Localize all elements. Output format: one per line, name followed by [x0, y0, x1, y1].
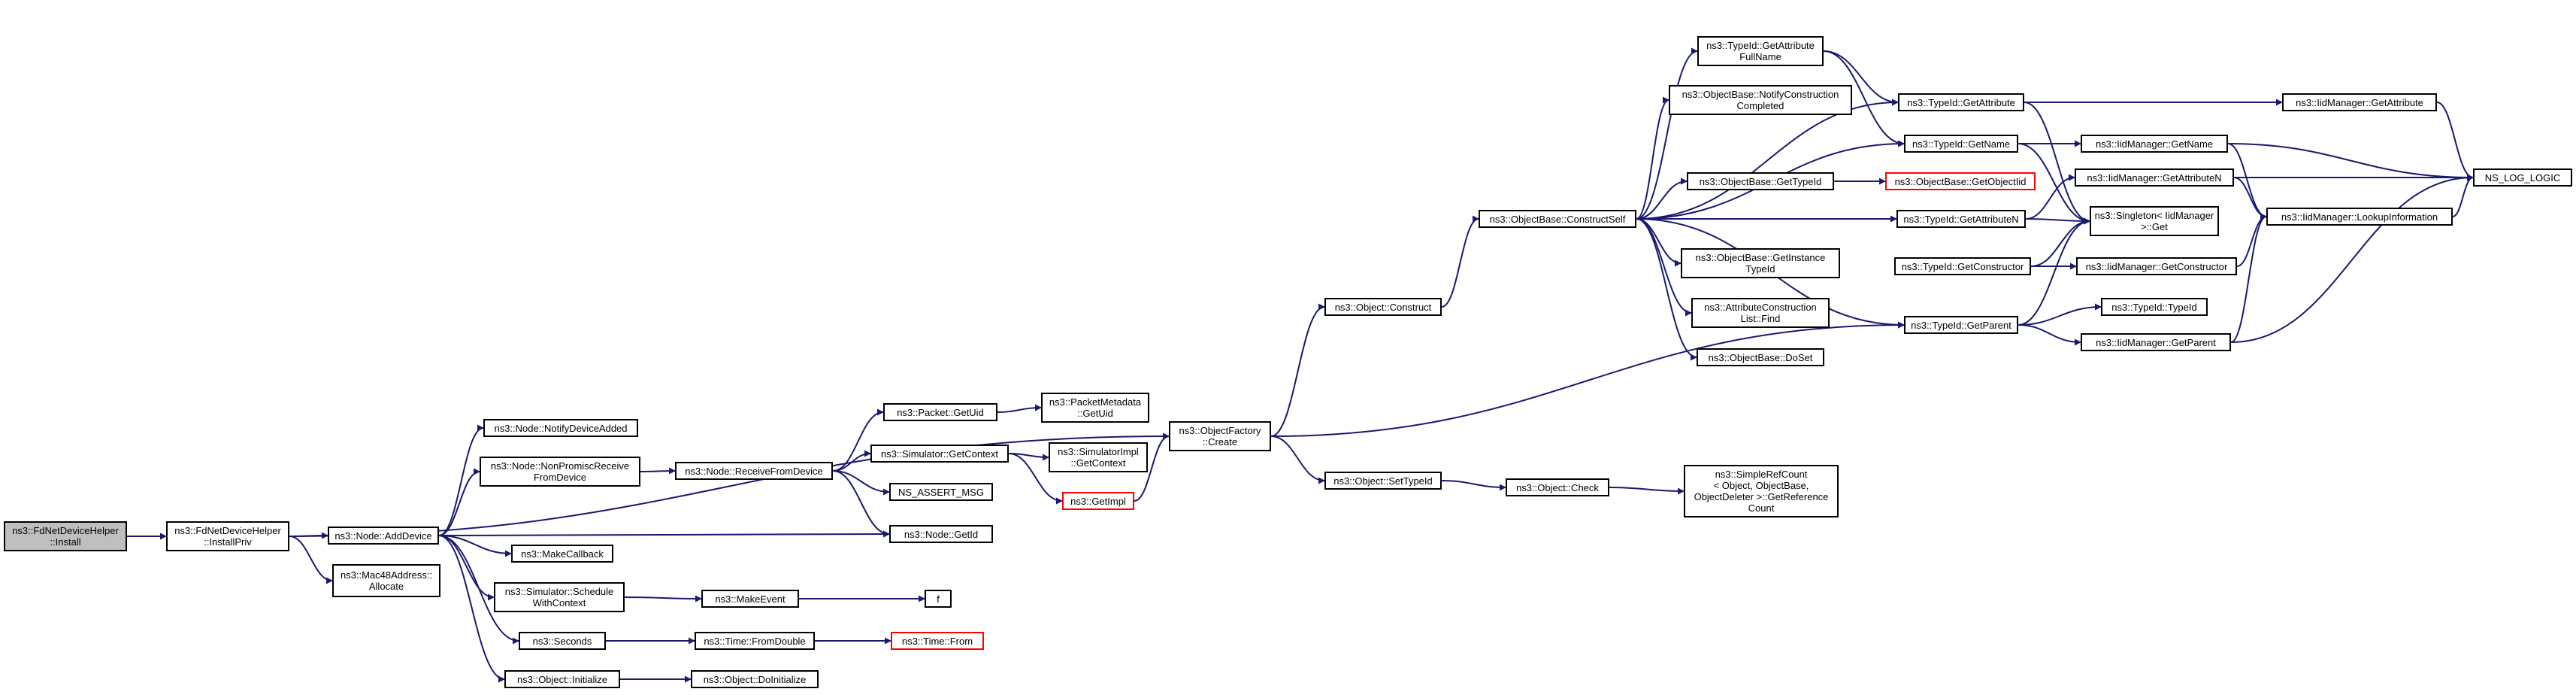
node-typeid-getconstructor[interactable]: ns3::TypeId::GetConstructor — [1894, 257, 2031, 275]
call-edge-addDevice-to-makeCallback — [438, 535, 512, 557]
call-edge-addDevice-to-getId — [438, 530, 890, 538]
call-edge-scheduleWithContext-to-makeEvent — [624, 595, 702, 602]
node-iidmanager-getattributen[interactable]: ns3::IidManager::GetAttributeN — [2075, 168, 2234, 187]
node-fdnetdevicehelper-install[interactable]: ns3::FdNetDeviceHelper ::Install — [4, 521, 127, 551]
node-node-nonpromiscreceivefromdevice[interactable]: ns3::Node::NonPromiscReceive FromDevice — [480, 457, 640, 487]
call-edge-addDevice-to-objInitialize — [438, 535, 505, 683]
node-singleton-iidmanager-get[interactable]: ns3::Singleton< IidManager >::Get — [2090, 206, 2219, 236]
node-node-notifydeviceadded[interactable]: ns3::Node::NotifyDeviceAdded — [483, 419, 638, 437]
node-iidmanager-getattribute[interactable]: ns3::IidManager::GetAttribute — [2282, 93, 2437, 111]
call-edge-receiveFromDevice-to-getId — [832, 470, 890, 538]
call-edge-simGetContext-to-getImpl — [1008, 453, 1063, 505]
node-objectbase-constructself[interactable]: ns3::ObjectBase::ConstructSelf — [1479, 210, 1636, 228]
call-edge-objCheck-to-simpleRefCount — [1609, 487, 1685, 495]
node-ns-log-logic[interactable]: NS_LOG_LOGIC — [2473, 168, 2572, 187]
node-seconds[interactable]: ns3::Seconds — [519, 632, 606, 650]
node-typeid-getattribute[interactable]: ns3::TypeId::GetAttribute — [1898, 93, 2024, 111]
node-mac48address-allocate[interactable]: ns3::Mac48Address:: Allocate — [332, 564, 440, 597]
call-edge-tidGetName-to-singletonGet — [2018, 143, 2090, 225]
node-packetmetadata-getuid[interactable]: ns3::PacketMetadata ::GetUid — [1041, 393, 1149, 423]
call-edge-receiveFromDevice-to-getUid — [832, 408, 884, 472]
call-edge-constructSelf-to-obGetTypeId — [1636, 178, 1688, 220]
call-edge-receiveFromDevice-to-simGetContext — [832, 450, 871, 472]
node-objectbase-gettypeid[interactable]: ns3::ObjectBase::GetTypeId — [1687, 172, 1834, 190]
call-edge-setTypeId-to-objCheck — [1441, 480, 1506, 491]
call-edge-getImpl-to-ofCreate — [1134, 432, 1170, 502]
node-typeid-getattributefullname[interactable]: ns3::TypeId::GetAttribute FullName — [1697, 36, 1824, 66]
node-getimpl[interactable]: ns3::GetImpl — [1062, 492, 1134, 510]
call-edge-nonPromisc-to-receiveFromDevice — [640, 467, 676, 475]
node-simulator-getcontext[interactable]: ns3::Simulator::GetContext — [870, 445, 1009, 463]
node-packet-getuid[interactable]: ns3::Packet::GetUid — [883, 403, 997, 421]
node-objectbase-doset[interactable]: ns3::ObjectBase::DoSet — [1697, 348, 1824, 366]
call-edge-installpriv-to-ofCreate — [289, 432, 1170, 537]
node-objectbase-getinstancetypeid[interactable]: ns3::ObjectBase::GetInstance TypeId — [1681, 248, 1840, 278]
call-edge-tidGetAttribute-to-singletonGet — [2024, 102, 2090, 225]
node-makeevent[interactable]: ns3::MakeEvent — [701, 590, 799, 608]
call-edge-tidGetAttributeN-to-iidGetAttributeN — [2025, 174, 2075, 220]
call-edge-iidGetParent-to-nsLogLogic — [2230, 174, 2474, 343]
node-object-check[interactable]: ns3::Object::Check — [1506, 478, 1609, 496]
node-typeid-getparent[interactable]: ns3::TypeId::GetParent — [1904, 316, 2018, 334]
call-edge-tidGetParent-to-tidTypeId — [2018, 303, 2102, 326]
call-edge-tidGetAttributeN-to-singletonGet — [2025, 217, 2090, 225]
node-node-getid[interactable]: ns3::Node::GetId — [889, 525, 993, 543]
node-attributeconstructionlist-find[interactable]: ns3::AttributeConstruction List::Find — [1691, 298, 1830, 328]
call-edge-ofCreate-to-objConstruct — [1270, 303, 1325, 437]
call-edge-addDevice-to-nonPromisc — [438, 468, 480, 536]
node-objectfactory-create[interactable]: ns3::ObjectFactory ::Create — [1169, 421, 1271, 451]
node-fdnetdevicehelper-installpriv[interactable]: ns3::FdNetDeviceHelper ::InstallPriv — [166, 521, 289, 551]
call-edge-objConstruct-to-constructSelf — [1441, 215, 1479, 308]
call-edge-constructSelf-to-tidGetAttrFullName — [1636, 47, 1698, 220]
node-iidmanager-getconstructor[interactable]: ns3::IidManager::GetConstructor — [2076, 257, 2237, 275]
node-typeid-getname[interactable]: ns3::TypeId::GetName — [1904, 135, 2018, 153]
node-iidmanager-getname[interactable]: ns3::IidManager::GetName — [2081, 135, 2228, 153]
node-objectbase-getobjectiid[interactable]: ns3::ObjectBase::GetObjectIid — [1885, 172, 2036, 190]
node-objectbase-notifyconstructioncompleted[interactable]: ns3::ObjectBase::NotifyConstruction Comp… — [1669, 85, 1852, 115]
call-edge-addDevice-to-notifyDeviceAdded — [438, 424, 484, 536]
node-object-doinitialize[interactable]: ns3::Object::DoInitialize — [691, 670, 819, 688]
node-object-initialize[interactable]: ns3::Object::Initialize — [504, 670, 620, 688]
node-ns-assert-msg[interactable]: NS_ASSERT_MSG — [889, 483, 993, 501]
node-simulator-schedulewithcontext[interactable]: ns3::Simulator::Schedule WithContext — [494, 582, 625, 612]
call-edge-installpriv-to-mac48 — [289, 536, 333, 584]
node-f[interactable]: f — [925, 590, 952, 608]
node-object-construct[interactable]: ns3::Object::Construct — [1324, 298, 1442, 316]
node-makecallback[interactable]: ns3::MakeCallback — [511, 545, 613, 563]
node-iidmanager-lookupinformation[interactable]: ns3::IidManager::LookupInformation — [2266, 208, 2453, 226]
node-node-adddevice[interactable]: ns3::Node::AddDevice — [328, 527, 439, 545]
node-time-fromdouble[interactable]: ns3::Time::FromDouble — [695, 632, 815, 650]
call-edge-iidGetName-to-nsLogLogic — [2227, 143, 2474, 181]
call-edge-iidLookup-to-nsLogLogic — [2452, 174, 2474, 217]
call-edge-ofCreate-to-tidGetParent — [1270, 321, 1905, 437]
call-edge-iidGetAttributeN-to-iidLookup — [2233, 177, 2267, 220]
node-iidmanager-getparent[interactable]: ns3::IidManager::GetParent — [2081, 333, 2231, 351]
node-simulatorimpl-getcontext[interactable]: ns3::SimulatorImpl ::GetContext — [1049, 442, 1148, 472]
node-typeid-getattributen[interactable]: ns3::TypeId::GetAttributeN — [1896, 210, 2026, 228]
call-edge-receiveFromDevice-to-nsAssert — [832, 470, 890, 496]
call-edge-tidGetParent-to-singletonGet — [2018, 217, 2090, 326]
call-edge-addDevice-to-seconds — [438, 535, 519, 645]
node-typeid-typeid[interactable]: ns3::TypeId::TypeId — [2101, 298, 2208, 316]
call-edge-tidGetAttrFullName-to-tidGetName — [1823, 50, 1905, 147]
node-object-settypeid[interactable]: ns3::Object::SetTypeId — [1324, 472, 1442, 490]
node-simplerefcount-getreferencecount[interactable]: ns3::SimpleRefCount < Object, ObjectBase… — [1684, 465, 1839, 517]
node-node-receivefromdevice[interactable]: ns3::Node::ReceiveFromDevice — [675, 462, 833, 480]
call-edge-ofCreate-to-setTypeId — [1270, 436, 1325, 484]
call-edge-iidGetAttribute-to-nsLogLogic — [2436, 102, 2474, 181]
call-edge-constructSelf-to-notifyConstruction — [1636, 96, 1669, 220]
call-edge-tidGetParent-to-iidGetParent — [2018, 324, 2081, 346]
call-edge-iidGetParent-to-iidLookup — [2230, 213, 2267, 343]
node-time-from[interactable]: ns3::Time::From — [891, 632, 984, 650]
call-edge-getUid-to-pmGetUid — [997, 404, 1042, 413]
call-edge-constructSelf-to-tidGetAttribute — [1636, 99, 1899, 220]
call-edge-constructSelf-to-doSet — [1636, 218, 1697, 361]
